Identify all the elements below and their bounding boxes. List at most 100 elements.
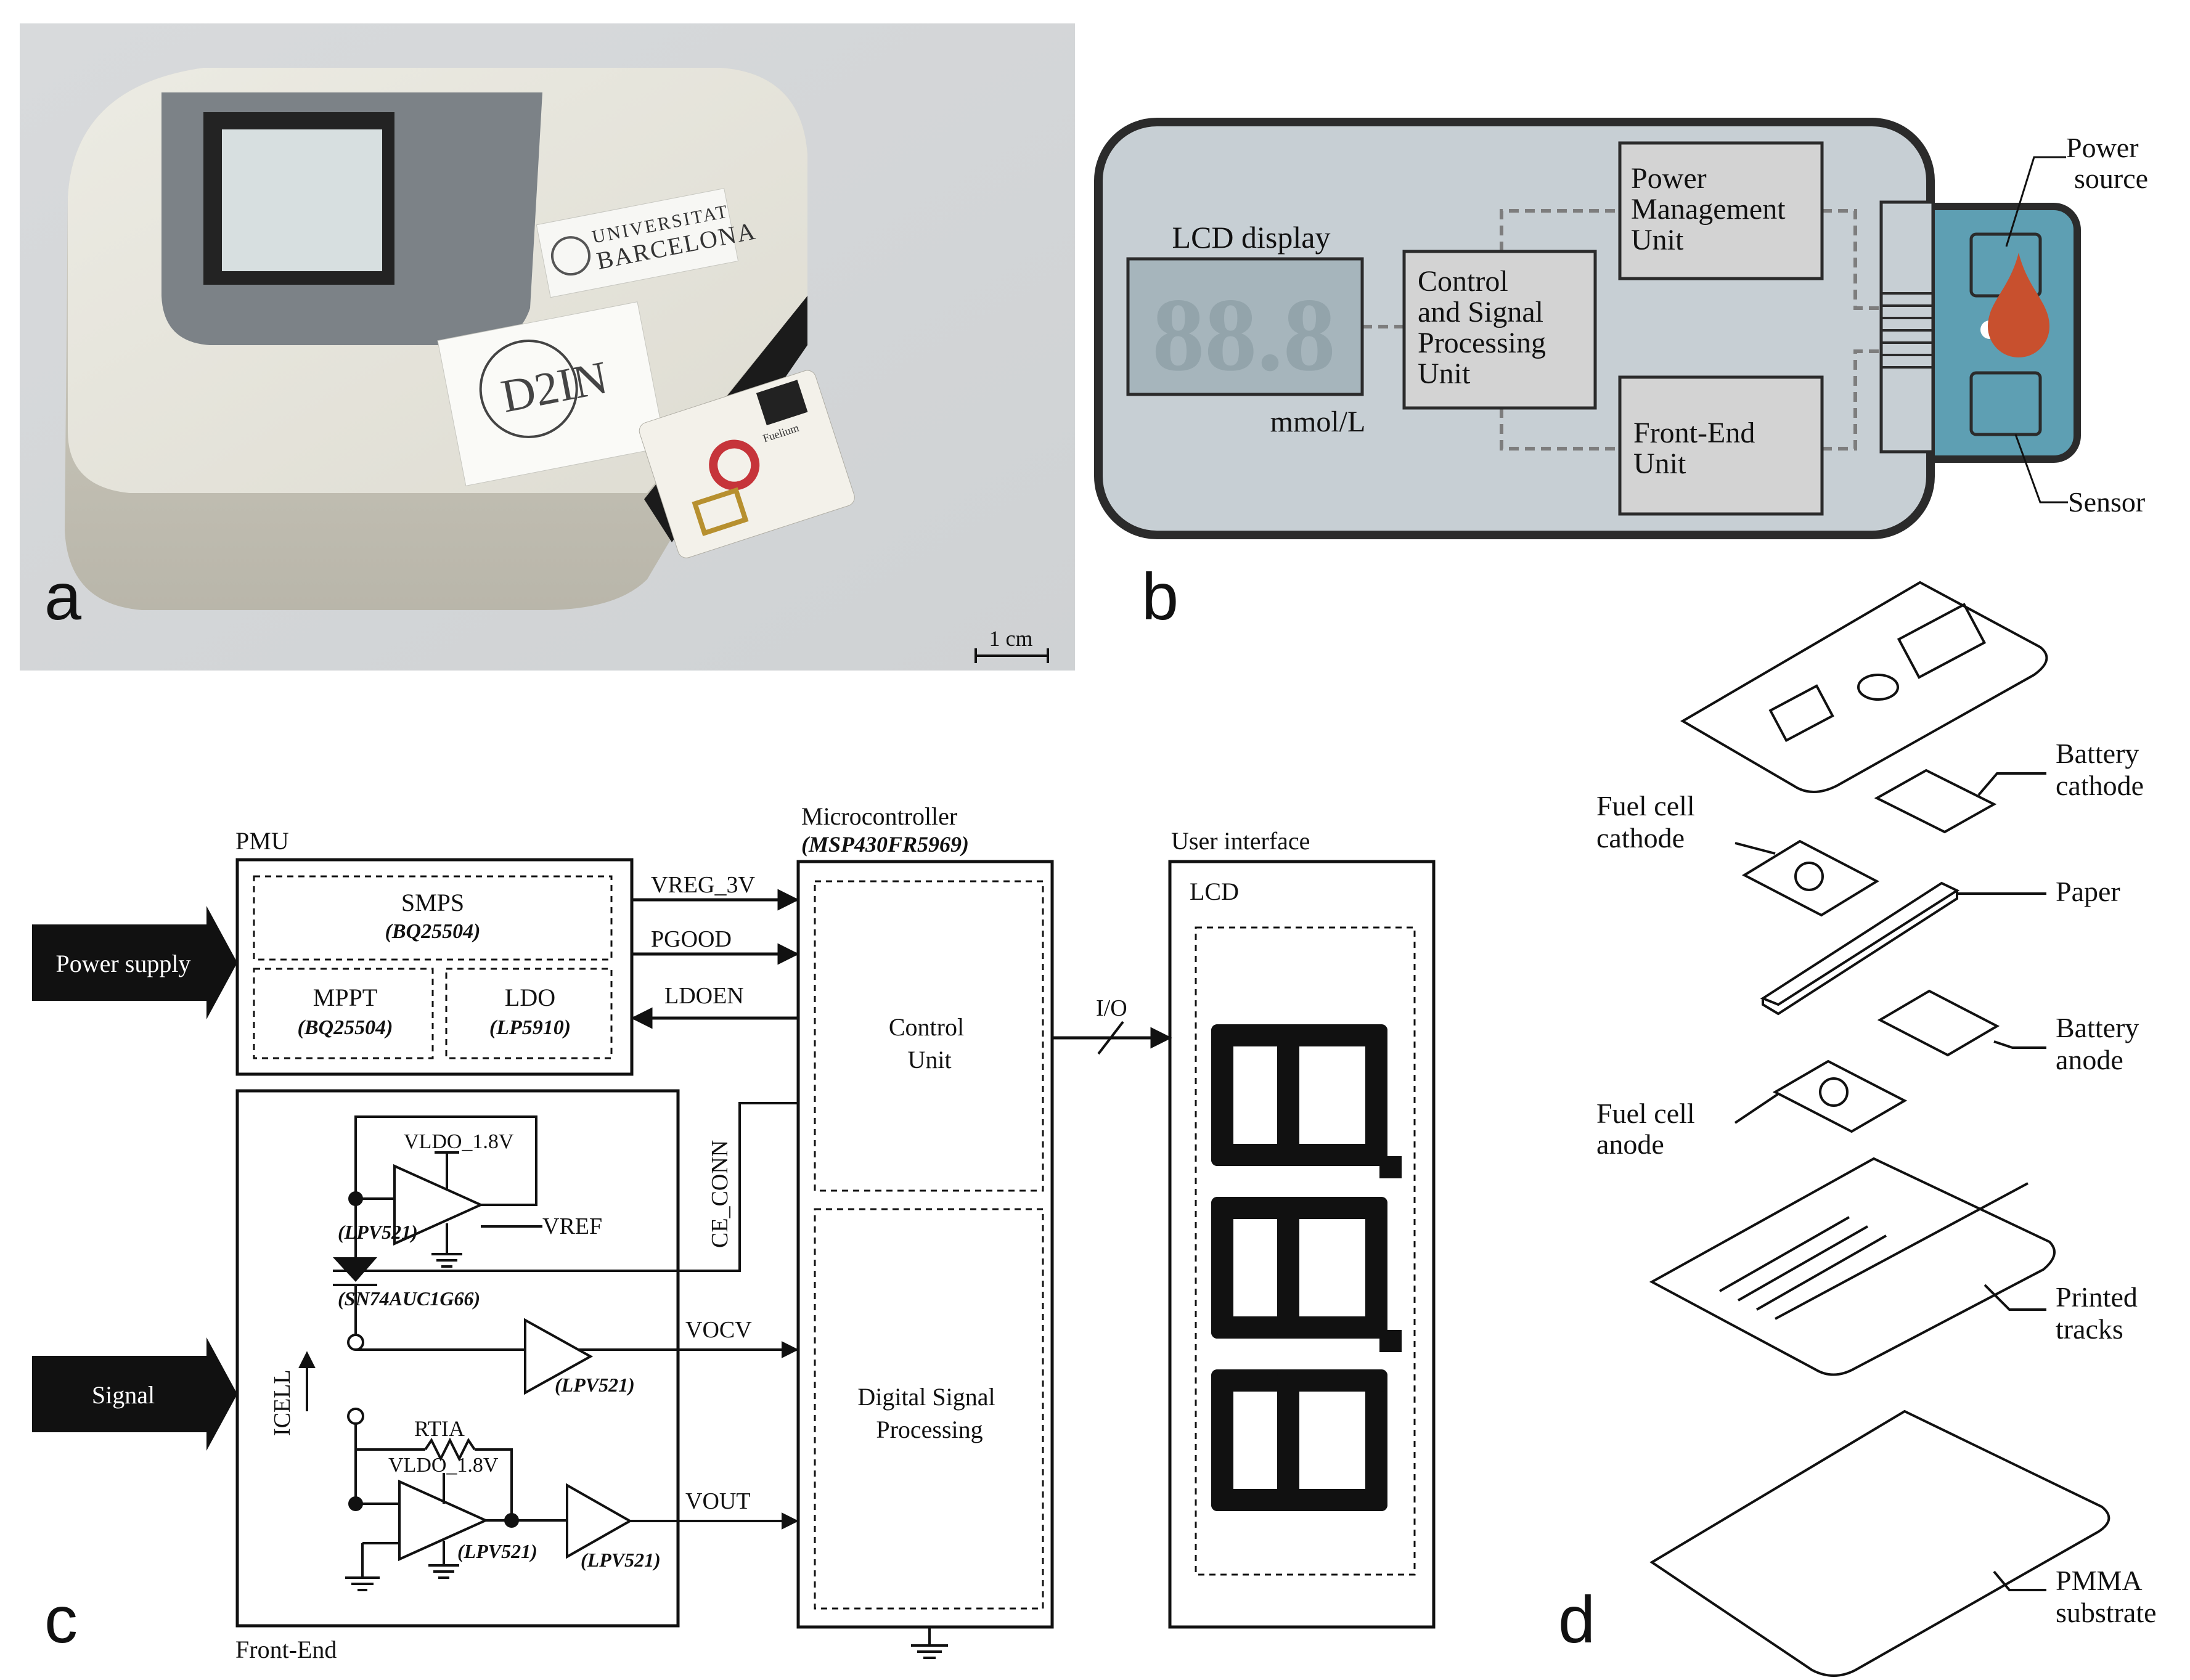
tia-opamp-part: (LPV521) (457, 1540, 537, 1562)
cell-terminal-bottom (347, 1408, 364, 1425)
rtia-resistor (424, 1437, 476, 1462)
cell-terminal-top (347, 1334, 364, 1351)
vreg-label: VREG_3V (651, 872, 755, 898)
lcd-digits: 88.8 (1152, 277, 1336, 393)
power-supply-label: Power supply (56, 950, 191, 977)
fuel-cell-anode-layer (1772, 1059, 1908, 1133)
lcd-digit-1 (1211, 1024, 1387, 1166)
ref-opamp-part: (LPV521) (338, 1221, 418, 1243)
pmma-substrate-layer (1649, 1409, 2110, 1677)
connector (1879, 200, 1935, 454)
panel-letter-a: a (44, 559, 82, 634)
connector-pins (1881, 292, 1933, 369)
control-signal-processing-unit (1402, 250, 1597, 410)
ldoen-label: LDOEN (664, 983, 744, 1009)
printed-tracks-leader (1984, 1284, 2046, 1311)
ldo-block (445, 968, 613, 1059)
vldo-top-label: VLDO_1.8V (404, 1130, 514, 1153)
vocv-label: VOCV (685, 1317, 752, 1343)
pmu-label: PMU (235, 827, 289, 855)
ce-conn-label: CE_CONN (707, 1140, 733, 1248)
lcd-screen (222, 129, 382, 271)
fuel-cell-anode-leader (1734, 1093, 1779, 1124)
vout-label: VOUT (685, 1488, 751, 1514)
dsp-label: Digital Signal Processing (857, 1383, 1001, 1443)
top-cover-layer (1680, 581, 2048, 793)
ldo-label: LDO (505, 984, 555, 1011)
output-buffer (566, 1483, 633, 1559)
mcu-ground (911, 1627, 948, 1659)
user-interface-box (1168, 860, 1436, 1629)
lcd-digit-2 (1211, 1197, 1387, 1339)
battery-anode-layer (1877, 989, 2000, 1057)
panel-c: PMU SMPS (BQ25504) MPPT (BQ25504) LDO (L… (32, 802, 1436, 1663)
panel-b: LCD display 88.8 mmol/L Control and Sign… (1094, 118, 2148, 634)
drop-icon (1988, 253, 2049, 357)
cover-window (1768, 684, 1834, 743)
reference-opamp (393, 1164, 484, 1246)
battery-cathode-leader (1977, 772, 2046, 796)
power-block-label: Power Management Unit (1631, 162, 1793, 256)
ce-conn-line (333, 1102, 798, 1272)
power-management-unit (1618, 141, 1824, 280)
university-sticker: UNIVERSITAT BARCELONA (536, 188, 758, 298)
dsp-block (814, 1208, 1044, 1610)
analog-switch (333, 1257, 377, 1282)
io-label: I/O (1096, 995, 1127, 1021)
control-block-label: Control and Signal Processing Unit (1418, 265, 1553, 390)
lcd-decimal-1 (1379, 1156, 1402, 1178)
pmma-leader (1993, 1570, 2046, 1591)
sensor-pad (1969, 371, 2042, 436)
power-supply-arrow (32, 906, 237, 1019)
cover-logo (1897, 603, 1987, 679)
mppt-label: MPPT (313, 984, 378, 1011)
scale-bar-label: 1 cm (989, 626, 1033, 651)
icell-label: ICELL (269, 1369, 295, 1436)
frontend-label: Front-End (235, 1636, 337, 1663)
control-unit-block (814, 880, 1044, 1192)
vref-label: VREF (542, 1213, 602, 1239)
seven-segment-digits (1211, 1024, 1402, 1511)
cover-hole (1857, 674, 1899, 701)
panel-letter-b: b (1142, 559, 1179, 634)
signal-label: Signal (92, 1381, 155, 1409)
rtia-label: RTIA (414, 1416, 465, 1441)
lcd-display-label: LCD display (1172, 220, 1331, 255)
paper-label: Paper (2056, 876, 2120, 907)
panel-letter-c: c (44, 1582, 78, 1657)
pgood-label: PGOOD (651, 926, 732, 952)
smps-block (253, 875, 613, 961)
vldo-bottom-label: VLDO_1.8V (388, 1454, 499, 1477)
tia-grounds (345, 1543, 459, 1591)
signal-arrow (32, 1337, 237, 1451)
battery-cathode-layer (1874, 769, 1997, 834)
mppt-part: (BQ25504) (298, 1016, 393, 1039)
sensor-label: Sensor (2068, 486, 2145, 518)
lcd-decimal-2 (1379, 1330, 1402, 1352)
mppt-block (253, 968, 434, 1059)
battery-anode-leader (1993, 1040, 2046, 1049)
sensor-callout (2014, 434, 2068, 504)
power-source-label: Power source (2066, 132, 2148, 194)
internal-wiring (1362, 209, 1881, 451)
smps-label: SMPS (401, 889, 464, 916)
control-unit-label: Control Unit (889, 1013, 970, 1074)
d2in-sticker: D2IN (437, 301, 666, 486)
fuel-cell-cathode-layer (1741, 839, 1880, 917)
panel-a: UNIVERSITAT BARCELONA D2IN Fuelium 1 cm … (20, 23, 1075, 671)
power-source-callout (2005, 156, 2066, 247)
panel-letter-d: d (1558, 1582, 1595, 1657)
front-end-box (235, 1089, 680, 1628)
switch-part: (SN74AUC1G66) (338, 1287, 480, 1310)
lcd-title: LCD (1190, 878, 1239, 905)
panel-d (1649, 581, 2110, 1677)
ldo-part: (LP5910) (489, 1016, 571, 1039)
output-buffer-part: (LPV521) (581, 1549, 661, 1571)
ui-title: User interface (1171, 827, 1310, 855)
